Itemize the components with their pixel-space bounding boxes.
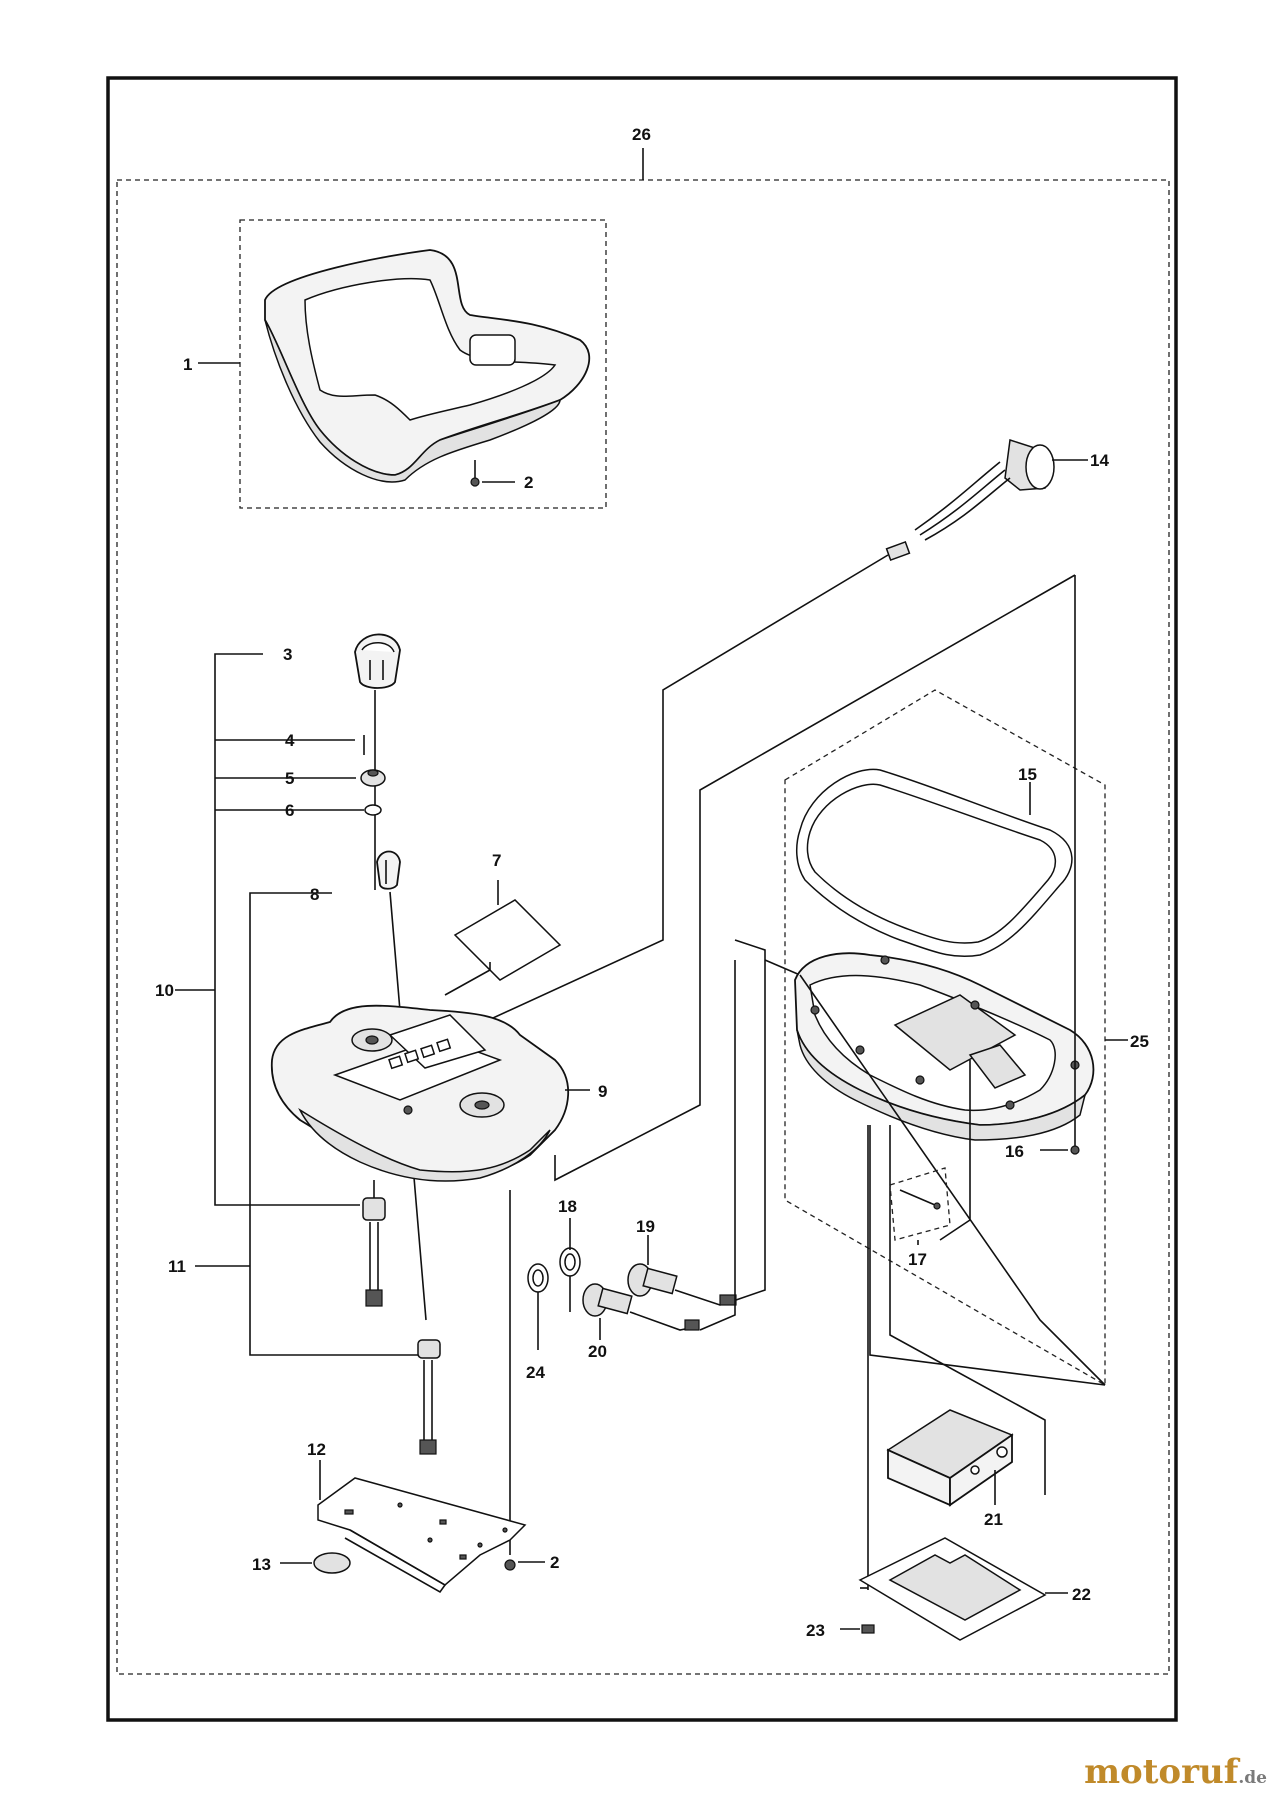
callout-16: 16 (1005, 1142, 1024, 1161)
switch-cable-11 (417, 1339, 441, 1455)
callout-10: 10 (155, 981, 174, 1000)
coin-battery-13 (313, 1552, 351, 1574)
callout-7: 7 (492, 851, 501, 870)
screw-16 (1070, 1140, 1080, 1155)
watermark-logo: motoruf.de (1084, 1752, 1267, 1792)
part-25-outline (784, 689, 1106, 1387)
gasket-plate-22 (858, 1537, 1047, 1641)
callout-23: 23 (806, 1621, 825, 1640)
callout-24: 24 (526, 1363, 545, 1382)
screw-2b (504, 1559, 516, 1571)
callout-2a: 2 (524, 473, 533, 492)
callout-14: 14 (1090, 451, 1109, 470)
cable-gland-20 (582, 1283, 700, 1331)
circuit-board-12 (317, 1477, 527, 1594)
gasket-15 (795, 768, 1073, 958)
callout-11: 11 (168, 1257, 186, 1276)
sticker-7 (453, 899, 562, 981)
screw-23 (860, 1587, 875, 1634)
callout-20: 20 (588, 1342, 607, 1361)
housing-25 (794, 952, 1095, 1141)
callout-19: 19 (636, 1217, 655, 1236)
cable-gland-19 (627, 1263, 737, 1306)
o-ring-6 (364, 804, 382, 816)
callout-13: 13 (252, 1555, 271, 1574)
callout-12: 12 (307, 1440, 326, 1459)
outer-frame (106, 76, 1178, 1722)
callout-21: 21 (984, 1510, 1003, 1529)
control-panel-cover-9 (270, 1004, 570, 1182)
callout-25: 25 (1130, 1032, 1149, 1051)
pin-17 (899, 1189, 941, 1210)
callout-15: 15 (1018, 765, 1037, 784)
part-17-outline (889, 1167, 951, 1241)
callout-4: 4 (285, 731, 295, 750)
watermark-tld: .de (1238, 1768, 1267, 1788)
grommet-18 (559, 1247, 581, 1312)
control-box-21 (886, 1409, 1014, 1507)
callout-9: 9 (598, 1082, 607, 1101)
watermark-brand: motoruf (1084, 1752, 1239, 1792)
grommet-24 (527, 1263, 549, 1330)
top-cover-frame (264, 249, 591, 483)
callout-6: 6 (285, 801, 294, 820)
callout-5: 5 (285, 769, 294, 788)
knob-8 (376, 850, 401, 890)
part-1-outline (239, 219, 607, 509)
callout-22: 22 (1072, 1585, 1091, 1604)
cable-connector-14 (885, 439, 1055, 562)
callout-8: 8 (310, 885, 319, 904)
callout-2b: 2 (550, 1553, 559, 1572)
callout-1: 1 (183, 355, 192, 374)
knob-3 (354, 633, 401, 689)
screw-2a (470, 460, 480, 487)
callout-17: 17 (908, 1250, 927, 1269)
callout-18: 18 (558, 1197, 577, 1216)
switch-cable-10 (362, 1180, 386, 1307)
callout-3: 3 (283, 645, 292, 664)
callout-26: 26 (632, 125, 651, 144)
nut-5 (360, 769, 386, 787)
